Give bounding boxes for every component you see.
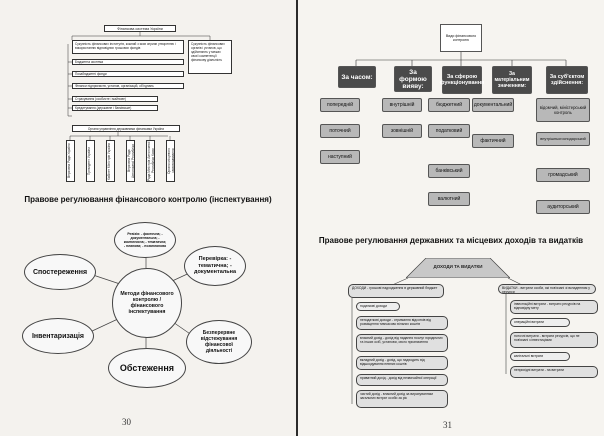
system-item-institutions: Сукупність фінансових інститутів, кожний…: [72, 40, 184, 54]
category-sphere: За сферою функціонування: [440, 66, 484, 94]
category-subject: За суб'єктом здійснення:: [546, 66, 588, 94]
expense-title-box: ВИДАТКИ - витрати особи, які пов'язані з…: [498, 284, 596, 294]
income-item-tax: податкові доходи: [356, 302, 400, 311]
method-revision-oval: Ревізія: - фактична; - документальна; - …: [114, 222, 176, 258]
category-form: За формою вияву:: [394, 66, 432, 92]
system-item-insurance: Страхування (особисте і майнове): [72, 96, 158, 102]
method-observation-oval: Спостереження: [24, 254, 96, 290]
sphere-item-banking: банківський: [428, 164, 470, 178]
method-inventory-oval: Інвентаризація: [22, 318, 94, 354]
page-number-right: 31: [443, 420, 452, 430]
time-item-preliminary: попередній: [320, 98, 360, 112]
expense-item-unplanned: неприхідні витрати - на витрати: [510, 366, 598, 378]
subject-item-ministerial: відомчий, міністерський контроль: [536, 98, 590, 122]
sphere-item-budget: бюджетний: [428, 98, 470, 112]
subject-item-intra-economic: внутрішньогосподарський: [536, 132, 590, 146]
system-item-enterprise-finance: Фінанси підприємств, установ, організаці…: [72, 83, 184, 89]
income-item-own: власний дохід - дохід від надання послуг…: [356, 334, 448, 352]
expense-item-current: поточні витрати - витрати ресурсів, що н…: [510, 332, 598, 348]
sphere-item-currency: валютний: [428, 192, 470, 206]
financial-system-title: Фінансова система України: [104, 25, 176, 32]
left-page: Фінансова система України Сукупність фін…: [0, 0, 296, 436]
income-item-deposit: вкладний дохід - дохід, що надходить від…: [356, 356, 448, 370]
income-item-nontax: неподаткові доходи - отримання відсотків…: [356, 316, 448, 330]
expense-item-capital: капітальні витрати: [510, 352, 570, 361]
material-item-factual: фактичний: [472, 134, 514, 148]
method-survey-oval: Обстеження: [108, 348, 186, 388]
system-item-offbudget: Позабюджетні фонди: [72, 71, 184, 77]
time-item-current: поточний: [320, 124, 360, 138]
right-page: Види фінансового контролю За часом: попе…: [298, 0, 604, 436]
income-expense-heading: Правове регулювання державних та місцеви…: [318, 236, 584, 245]
income-item-net: чистий дохід - власний дохід за вирахува…: [356, 390, 448, 408]
income-title-box: ДОХОДИ - грошові надходження в державний…: [348, 284, 444, 298]
category-material: За матеріальним значенням:: [492, 66, 532, 94]
control-types-root: Види фінансового контролю: [440, 24, 482, 52]
rscheme1-connectors: [355, 52, 567, 66]
method-monitoring-oval: Безперервне відстежування фінансової дія…: [186, 320, 252, 364]
form-item-external: зовнішній: [382, 124, 422, 138]
subject-item-public: громадський: [536, 168, 590, 182]
system-financial-organs: Сукупність фінансових органів і установ,…: [188, 40, 232, 74]
org-management-title: Органи управління державними фінансами У…: [72, 125, 180, 132]
system-item-budget: Бюджетна система: [72, 59, 184, 65]
material-item-documentary: документальний: [472, 98, 514, 112]
methods-center-oval: Методи фінансового контролю / фінансовог…: [112, 268, 182, 338]
method-inspection-oval: Перевірка: - тематична; - документальна: [184, 246, 246, 286]
subject-item-audit: аудиторський: [536, 200, 590, 214]
income-expense-top-label: ДОХОДИ ТА ВИДАТКИ: [433, 265, 483, 269]
system-item-credit: Кредитування (державне і банківське): [72, 105, 158, 111]
form-item-internal: внутрішній: [382, 98, 422, 112]
category-time: За часом:: [338, 66, 376, 88]
control-heading: Правове регулювання фінансового контролю…: [24, 195, 272, 204]
scheme1-connectors: [67, 32, 211, 140]
expense-item-operational: операційні витрати: [510, 318, 570, 327]
income-item-private: приватний дохід - дохід від незвичайної …: [356, 374, 448, 386]
expense-item-investment: інвестиційні витрати - витрати ресурсів …: [510, 300, 598, 314]
page-number-left: 30: [122, 417, 131, 427]
sphere-item-tax: податковий: [428, 124, 470, 138]
time-item-subsequent: наступний: [320, 150, 360, 164]
